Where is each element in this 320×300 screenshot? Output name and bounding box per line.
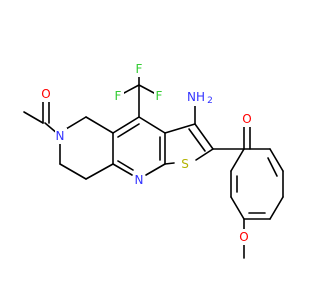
bond <box>112 116 140 134</box>
pyridine-nitrogen-label: N <box>135 173 144 187</box>
bond <box>117 160 134 171</box>
bonds <box>23 76 284 259</box>
bond <box>145 163 166 176</box>
bond <box>112 163 133 176</box>
methoxy-oxygen: O <box>238 229 250 245</box>
bond <box>188 128 206 152</box>
molecule-diagram: N N S O O O F F <box>23 61 284 259</box>
bond <box>123 84 140 94</box>
bond <box>138 84 155 94</box>
bond <box>269 196 284 220</box>
fluorine-left: F <box>113 88 124 104</box>
structure-canvas: N N S O O O F F <box>23 61 284 259</box>
ring-nitrogen-label: N <box>56 129 65 143</box>
bond <box>194 123 214 150</box>
bond <box>230 148 245 172</box>
thiophene-sulfur-label: S <box>181 157 189 171</box>
bond <box>269 148 284 172</box>
ketone-oxygen-label: O <box>242 112 251 126</box>
amine-group: NH 2 <box>185 89 213 106</box>
acetyl-oxygen: O <box>40 86 52 102</box>
atom-labels: N N S O O O F F <box>40 61 253 245</box>
ring-nitrogen: N <box>55 128 67 144</box>
amine-label: NH <box>187 90 205 104</box>
fluorine-top-label: F <box>136 62 143 76</box>
bond <box>164 123 196 134</box>
bond <box>85 163 114 180</box>
fluorine-right: F <box>154 88 165 104</box>
bond <box>117 123 140 138</box>
bond <box>85 116 114 134</box>
ketone-oxygen: O <box>241 111 253 127</box>
thiophene-sulfur: S <box>179 156 191 172</box>
bond <box>59 163 87 180</box>
fluorine-right-label: F <box>156 89 163 103</box>
bond <box>164 162 175 165</box>
fluorine-top: F <box>134 61 145 77</box>
acetyl-oxygen-label: O <box>41 87 50 101</box>
bond <box>23 111 44 124</box>
methoxy-oxygen-label: O <box>239 230 248 244</box>
bond <box>230 196 245 220</box>
bond <box>138 116 166 134</box>
fluorine-left-label: F <box>115 89 122 103</box>
bond <box>267 157 278 177</box>
bond <box>65 116 87 130</box>
pyridine-nitrogen: N <box>133 172 145 188</box>
bond <box>195 148 214 161</box>
amine-subscript: 2 <box>207 96 213 106</box>
